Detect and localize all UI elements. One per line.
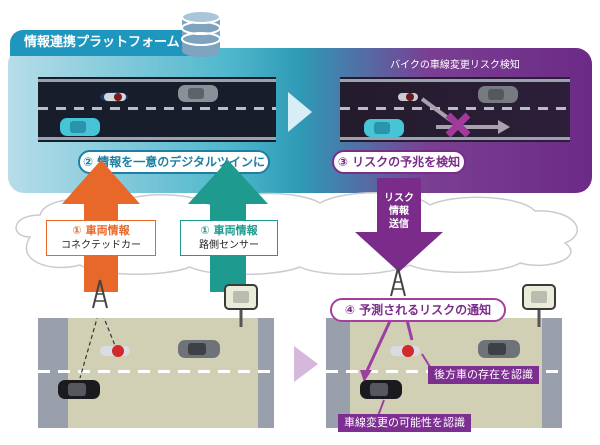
motorbike-icon [390, 345, 420, 357]
database-icon [181, 10, 221, 57]
step-digital-twin: ② 情報を一意のデジタルツインに [78, 150, 270, 174]
antenna-icon [389, 255, 407, 297]
chevron-right-icon [294, 346, 318, 382]
risk-detection-scene [340, 77, 570, 142]
car-icon [58, 380, 100, 399]
tag-rear-vehicle: 後方車の存在を認識 [428, 366, 539, 384]
platform-label: 情報連携プラットフォーム [10, 30, 194, 56]
motorbike-icon [398, 93, 418, 101]
antenna-icon [91, 267, 109, 309]
car-icon [478, 340, 520, 358]
digital-twin-scene [38, 77, 276, 142]
risk-detection-caption: バイクの車線変更リスク検知 [390, 60, 520, 71]
road-scene-left [38, 318, 274, 428]
car-icon [178, 340, 220, 358]
chevron-right-icon [288, 92, 312, 132]
risk-notification-label: ④ 予測されるリスクの通知 [330, 298, 506, 322]
step-risk-prediction: ③ リスクの予兆を検知 [332, 150, 466, 174]
car-icon [360, 380, 402, 399]
roadside-sensor-icon [224, 284, 258, 327]
tag-lane-change: 車線変更の可能性を認識 [338, 414, 471, 432]
motorbike-icon [100, 92, 128, 102]
roadside-sensor-icon [522, 284, 556, 327]
step-vehicle-info: ① 車両情報 コネクテッドカー [46, 220, 156, 256]
cross-icon [445, 112, 471, 138]
motorbike-icon [100, 345, 130, 357]
step-roadside-info: ① 車両情報 路側センサー [180, 220, 278, 256]
risk-send-label: リスク 情報 送信 [384, 193, 414, 230]
